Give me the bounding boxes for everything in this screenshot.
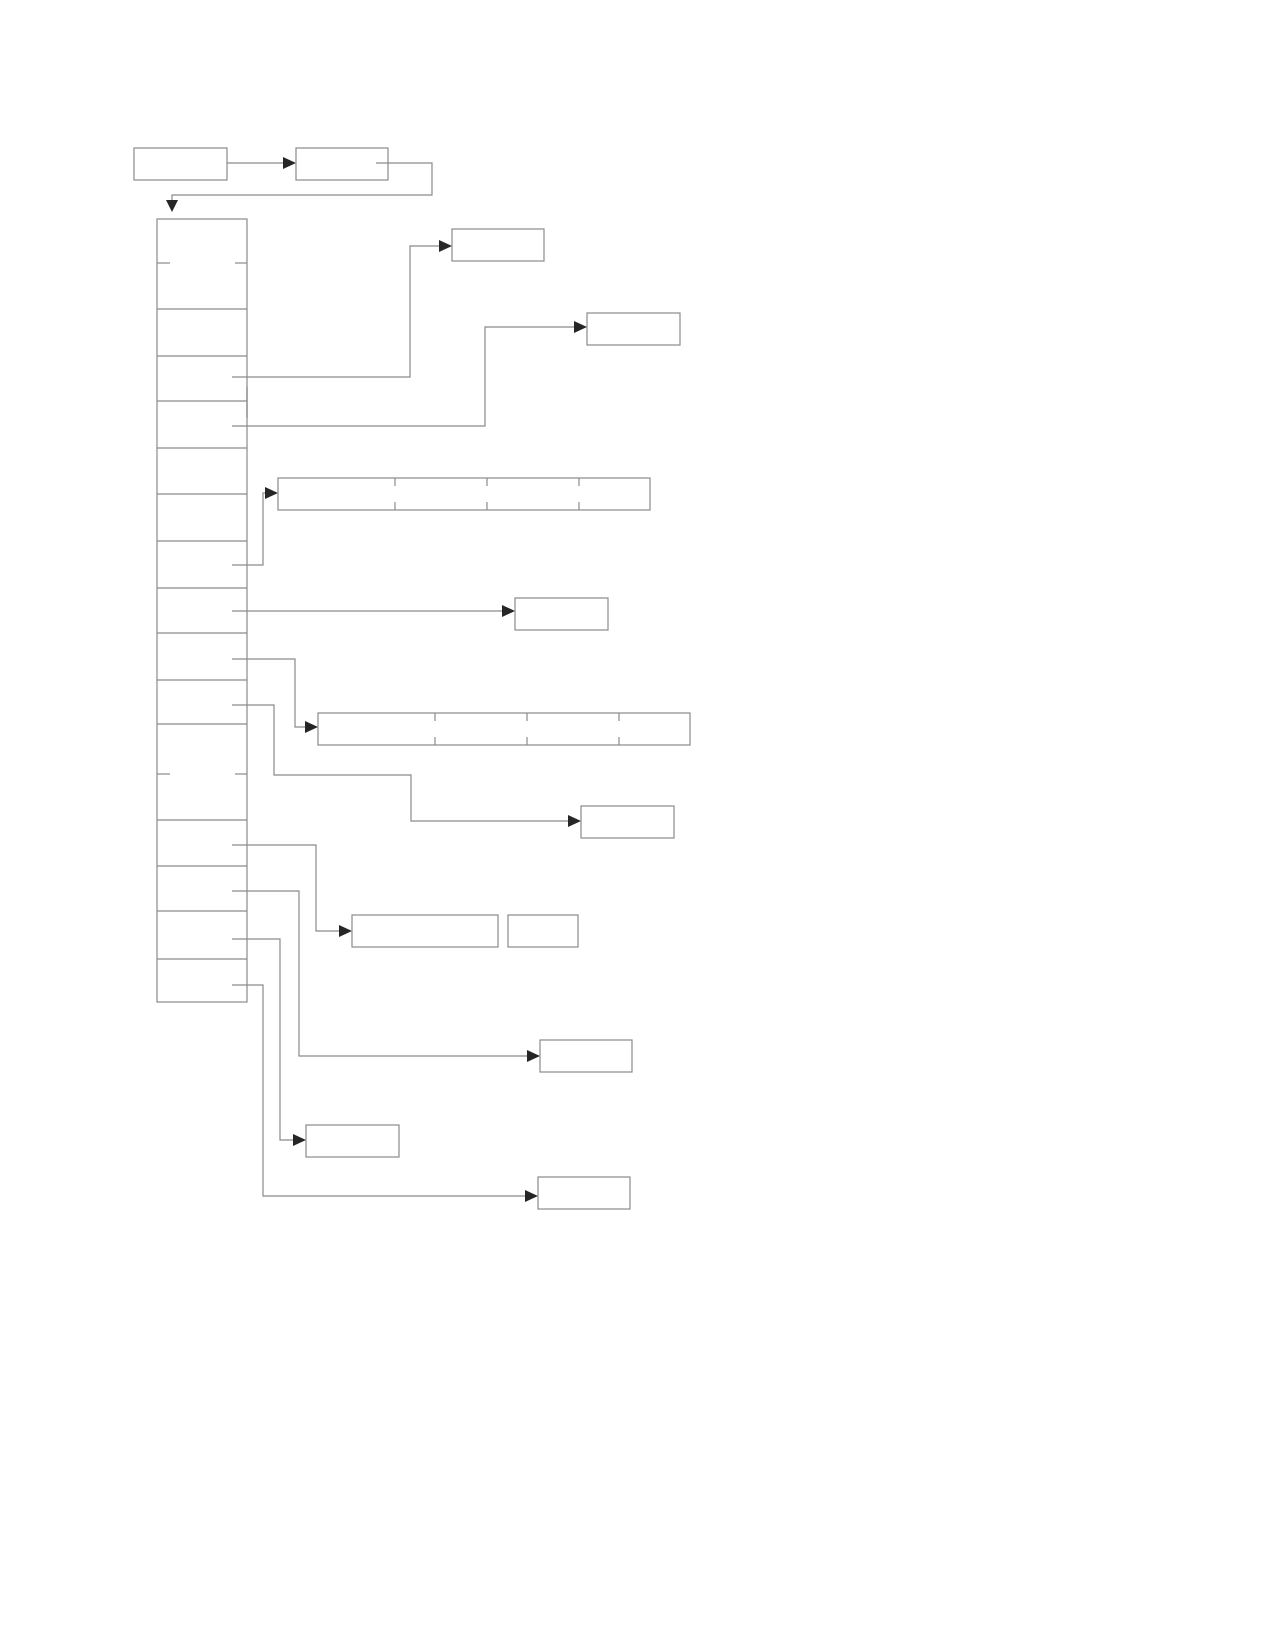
second-to-table-arrowhead: [166, 200, 178, 212]
head-node-box: [133, 147, 228, 181]
node-e-segmented-box: [317, 712, 691, 746]
pointer-table: [156, 218, 248, 1003]
node-c-segmented-box: [277, 477, 651, 511]
node-b-box: [586, 312, 681, 346]
connector-to-node-a: [232, 245, 440, 378]
arrowhead-node-h: [527, 1050, 540, 1062]
node-g-split-box: [351, 914, 579, 948]
node-a-box: [451, 228, 545, 262]
arrowhead-node-d: [502, 605, 515, 617]
node-i-box: [305, 1124, 400, 1158]
second-to-table-connector: [171, 162, 433, 200]
arrowhead-node-g: [339, 925, 352, 937]
connector-to-node-c: [232, 492, 266, 566]
connector-to-node-b: [232, 326, 575, 427]
head-to-second-arrowhead: [283, 157, 296, 169]
node-d-box: [514, 597, 609, 631]
arrowhead-node-i: [293, 1134, 306, 1146]
connector-to-node-h: [232, 890, 528, 1057]
arrowhead-node-f: [568, 815, 581, 827]
arrowhead-node-a: [439, 240, 452, 252]
node-c-frame: [277, 477, 651, 511]
arrowhead-node-j: [525, 1190, 538, 1202]
node-f-box: [580, 805, 675, 839]
second-node-box: [295, 147, 389, 181]
arrowhead-node-c: [265, 487, 278, 499]
arrowhead-node-b: [574, 321, 587, 333]
connector-to-node-i: [232, 938, 294, 1141]
connector-to-node-j: [232, 984, 526, 1197]
arrowhead-node-e: [305, 721, 318, 733]
connector-to-node-f: [232, 704, 569, 822]
node-h-box: [539, 1039, 633, 1073]
connector-to-node-g: [232, 844, 340, 932]
node-g-left-part: [351, 914, 499, 948]
node-j-box: [537, 1176, 631, 1210]
node-e-frame: [317, 712, 691, 746]
node-g-right-part: [507, 914, 579, 948]
connector-to-node-e: [232, 658, 306, 728]
